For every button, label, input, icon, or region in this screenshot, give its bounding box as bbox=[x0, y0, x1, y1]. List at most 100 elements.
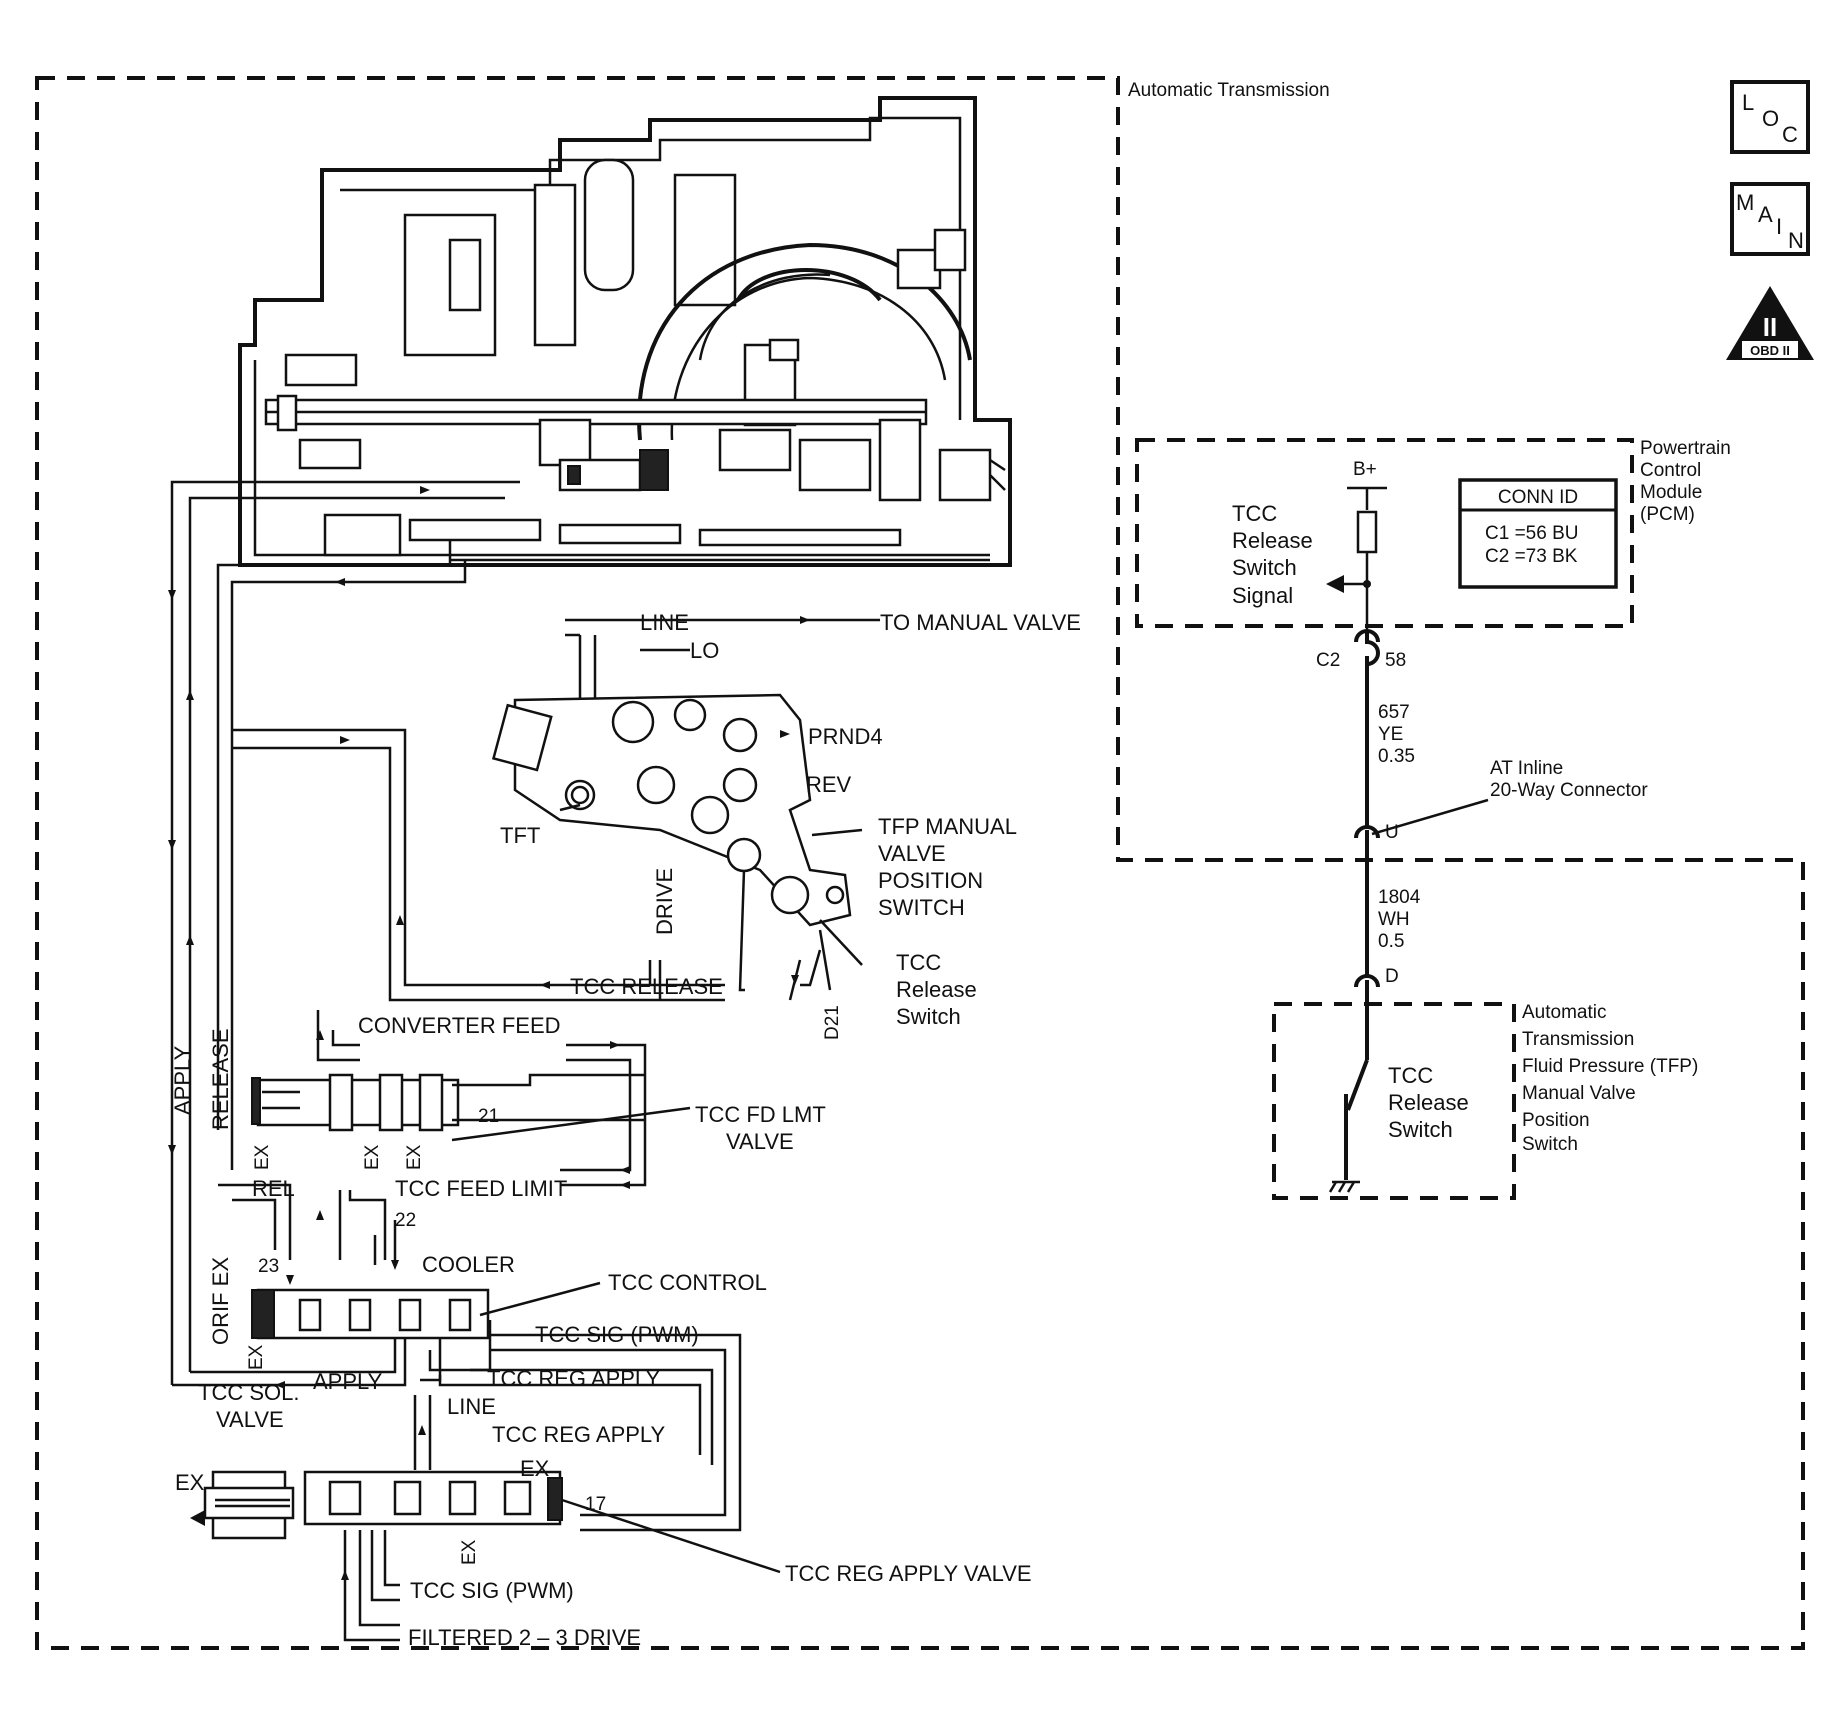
flow-arrows bbox=[168, 486, 810, 1580]
svg-text:WH: WH bbox=[1378, 909, 1410, 930]
apply-label: APPLY bbox=[313, 1369, 383, 1394]
line-label-low: LINE bbox=[447, 1394, 496, 1419]
svg-text:TCC: TCC bbox=[896, 950, 941, 975]
svg-text:Release: Release bbox=[1232, 528, 1313, 553]
filtered-2-3-drive-label: FILTERED 2 – 3 DRIVE bbox=[408, 1625, 641, 1650]
tcc-control-label: TCC CONTROL bbox=[608, 1270, 767, 1295]
leader-lines bbox=[451, 803, 863, 1574]
pull-up-resistor bbox=[1356, 510, 1378, 554]
at-inline-connector-label: AT Inline 20-Way Connector bbox=[1490, 758, 1648, 801]
pin-58-label: 58 bbox=[1385, 650, 1406, 671]
cooler-label: COOLER bbox=[422, 1252, 515, 1277]
signal-arrow-icon bbox=[1326, 575, 1344, 593]
loc-icon[interactable]: L O C bbox=[1730, 80, 1810, 154]
svg-text:Release: Release bbox=[896, 977, 977, 1002]
pcm-internal-circuit bbox=[1326, 486, 1387, 640]
switch-contact bbox=[1346, 1059, 1369, 1111]
release-vertical-label: RELEASE bbox=[208, 1029, 233, 1131]
tfp-switch-label: Automatic Transmission Fluid Pressure (T… bbox=[1522, 1002, 1698, 1155]
tcc-sig-pwm-label-1: TCC SIG (PWM) bbox=[535, 1322, 699, 1347]
conn-id-c2: C2 =73 BK bbox=[1485, 546, 1578, 567]
tfp-manual-valve-position-switch-label: TFP MANUAL VALVE POSITION SWITCH bbox=[878, 814, 1017, 920]
svg-text:AT Inline: AT Inline bbox=[1490, 758, 1563, 779]
to-manual-valve-label: TO MANUAL VALVE bbox=[880, 610, 1081, 635]
svg-text:O: O bbox=[1762, 106, 1779, 131]
orifice-21-label: 21 bbox=[478, 1106, 499, 1127]
main-icon[interactable]: M A I N bbox=[1730, 182, 1810, 256]
svg-text:C: C bbox=[1782, 122, 1798, 147]
pcm-label: Powertrain Control Module (PCM) bbox=[1640, 438, 1731, 525]
orifice-17-label: 17 bbox=[585, 1494, 606, 1515]
svg-text:VALVE: VALVE bbox=[216, 1407, 284, 1432]
svg-text:Position: Position bbox=[1522, 1110, 1590, 1131]
transmission-housing-drawing bbox=[238, 96, 1012, 567]
svg-text:Automatic Transmission: Automatic Transmission bbox=[1128, 80, 1330, 101]
tcc-release-switch-hyd-label: TCC Release Switch bbox=[896, 950, 977, 1029]
svg-text:657: 657 bbox=[1378, 702, 1410, 723]
conn-id-c1: C1 =56 BU bbox=[1485, 523, 1578, 544]
svg-text:II: II bbox=[1763, 312, 1777, 342]
tcc-sig-pwm-label-2: TCC SIG (PWM) bbox=[410, 1578, 574, 1603]
ex-label-5: EX bbox=[520, 1456, 550, 1481]
drive-label: DRIVE bbox=[652, 868, 677, 935]
svg-text:Module: Module bbox=[1640, 482, 1702, 503]
wire-circuit bbox=[1328, 629, 1489, 1193]
tcc-reg-apply-label-2: TCC REG APPLY bbox=[492, 1422, 666, 1447]
d21-label: D21 bbox=[822, 1005, 843, 1040]
svg-text:(PCM): (PCM) bbox=[1640, 504, 1695, 525]
conn-id-table: CONN ID C1 =56 BU C2 =73 BK bbox=[1458, 478, 1618, 589]
svg-text:1804: 1804 bbox=[1378, 887, 1421, 908]
svg-text:Switch: Switch bbox=[1388, 1117, 1453, 1142]
ex-label-2: EX bbox=[362, 1144, 383, 1170]
tcc-reg-apply-valve-body bbox=[303, 1470, 563, 1526]
tcc-control-valve-body bbox=[251, 1288, 490, 1340]
line-label-top: LINE bbox=[640, 610, 689, 635]
svg-text:0.5: 0.5 bbox=[1378, 931, 1404, 952]
orifice-22-label: 22 bbox=[395, 1210, 416, 1231]
svg-text:TCC SOL.: TCC SOL. bbox=[198, 1380, 299, 1405]
tcc-fd-lmt-valve-body bbox=[251, 1073, 645, 1132]
svg-text:TCC FD LMT: TCC FD LMT bbox=[695, 1102, 826, 1127]
hydraulic-passages bbox=[170, 480, 880, 1642]
svg-text:SWITCH: SWITCH bbox=[878, 895, 965, 920]
ground-icon bbox=[1328, 1180, 1360, 1193]
tft-label: TFT bbox=[500, 823, 540, 848]
tcc-fd-lmt-valve-label: TCC FD LMT VALVE bbox=[695, 1102, 826, 1154]
ex-label-sol: EX bbox=[175, 1470, 205, 1495]
ex-label-3: EX bbox=[404, 1144, 425, 1170]
automatic-transmission-label: Automatic Transmission bbox=[1128, 80, 1330, 101]
svg-text:OBD II: OBD II bbox=[1750, 343, 1790, 358]
svg-text:Fluid Pressure (TFP): Fluid Pressure (TFP) bbox=[1522, 1056, 1698, 1077]
wire-657-label: 657 YE 0.35 bbox=[1378, 702, 1415, 767]
svg-text:Switch: Switch bbox=[1522, 1134, 1578, 1155]
svg-text:L: L bbox=[1742, 90, 1754, 115]
tfp-manual-valve-switch bbox=[491, 693, 852, 927]
svg-text:TCC: TCC bbox=[1388, 1063, 1433, 1088]
svg-text:Transmission: Transmission bbox=[1522, 1029, 1634, 1050]
prnd4-label: PRND4 bbox=[808, 724, 883, 749]
rel-label: REL bbox=[252, 1176, 295, 1201]
orifice-23-label: 23 bbox=[258, 1256, 279, 1277]
ex-label-6: EX bbox=[459, 1539, 480, 1565]
c2-label: C2 bbox=[1316, 650, 1340, 671]
tcc-release-switch-label: TCC Release Switch bbox=[1388, 1063, 1469, 1142]
tcc-reg-apply-label-1: TCC REG APPLY bbox=[487, 1366, 661, 1391]
svg-text:A: A bbox=[1758, 202, 1773, 227]
tcc-release-label: TCC RELEASE bbox=[570, 974, 723, 999]
svg-text:Powertrain: Powertrain bbox=[1640, 438, 1731, 459]
pin-d-label: D bbox=[1385, 966, 1399, 987]
svg-text:20-Way Connector: 20-Way Connector bbox=[1490, 780, 1648, 801]
obd-ii-icon[interactable]: II OBD II bbox=[1726, 286, 1814, 360]
exhaust-arrow-icon bbox=[190, 1510, 205, 1526]
tfp-switch-box bbox=[1272, 1002, 1516, 1200]
svg-text:Automatic: Automatic bbox=[1522, 1002, 1606, 1023]
conn-id-title: CONN ID bbox=[1498, 487, 1578, 508]
svg-text:YE: YE bbox=[1378, 724, 1403, 745]
converter-feed-label: CONVERTER FEED bbox=[358, 1013, 561, 1038]
pcm-box bbox=[1135, 438, 1634, 628]
svg-text:Manual Valve: Manual Valve bbox=[1522, 1083, 1636, 1104]
inline-connector-leader bbox=[1371, 798, 1489, 836]
tcc-feed-limit-label: TCC FEED LIMIT bbox=[395, 1176, 567, 1201]
tcc-reg-apply-valve-label: TCC REG APPLY VALVE bbox=[785, 1561, 1032, 1586]
svg-text:Switch: Switch bbox=[896, 1004, 961, 1029]
